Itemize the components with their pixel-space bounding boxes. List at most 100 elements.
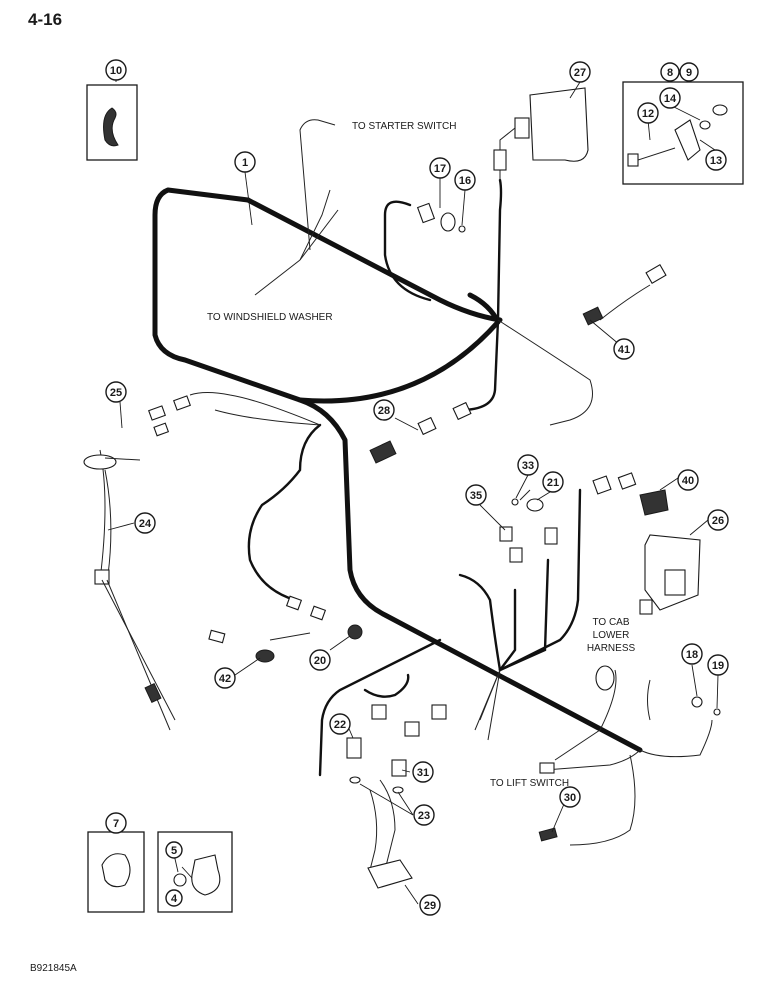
callout-24: 24 [134, 512, 156, 534]
component-16-seal [458, 225, 466, 233]
svg-text:24: 24 [139, 518, 152, 530]
svg-text:31: 31 [417, 767, 429, 779]
figure-code: B921845A [30, 963, 77, 974]
component-20-light [285, 595, 363, 640]
callout-19: 19 [707, 654, 729, 676]
component-29-connector [367, 859, 413, 889]
callout-18: 18 [681, 643, 703, 665]
svg-text:9: 9 [686, 67, 692, 79]
callout-9: 9 [679, 62, 699, 82]
component-27-module [493, 87, 589, 180]
svg-text:17: 17 [434, 163, 446, 175]
component-21-bulb [526, 498, 558, 545]
callout-16: 16 [454, 169, 476, 191]
callout-12: 12 [637, 102, 659, 124]
callouts: 10 1 27 8 9 14 12 13 17 16 41 25 28 33 2… [105, 59, 729, 916]
callout-33: 33 [517, 454, 539, 476]
callout-20: 20 [309, 649, 331, 671]
svg-text:4: 4 [171, 893, 178, 905]
component-40-switch [592, 472, 669, 516]
component-18-19-lamp [691, 696, 721, 716]
svg-text:13: 13 [710, 155, 722, 167]
svg-text:33: 33 [522, 460, 534, 472]
component-cab-connector [595, 665, 615, 691]
svg-text:29: 29 [424, 900, 436, 912]
svg-text:40: 40 [682, 475, 694, 487]
svg-text:27: 27 [574, 67, 586, 79]
callout-5: 5 [165, 841, 183, 859]
callout-8: 8 [660, 62, 680, 82]
callout-14: 14 [659, 87, 681, 109]
callout-27: 27 [569, 61, 591, 83]
label-cab-line-3: HARNESS [587, 643, 636, 654]
callout-35: 35 [465, 484, 487, 506]
svg-text:14: 14 [664, 93, 677, 105]
harness-branches [247, 178, 582, 777]
component-28-switch [369, 401, 472, 464]
label-cab-line-1: TO CAB [592, 617, 629, 628]
svg-text:25: 25 [110, 387, 122, 399]
svg-text:5: 5 [171, 845, 177, 857]
component-35-connector [499, 526, 523, 563]
component-33-part [511, 498, 519, 506]
callout-4: 4 [165, 889, 183, 907]
svg-text:41: 41 [618, 344, 630, 356]
svg-text:35: 35 [470, 490, 482, 502]
callout-23: 23 [413, 804, 435, 826]
callout-25: 25 [105, 381, 127, 403]
callout-30: 30 [559, 786, 581, 808]
svg-text:18: 18 [686, 649, 698, 661]
label-windshield-washer: TO WINDSHIELD WASHER [207, 312, 333, 323]
component-23-seals [349, 776, 404, 794]
thin-wires [99, 119, 713, 871]
svg-text:10: 10 [110, 65, 122, 77]
component-26-work-lamp [639, 534, 701, 615]
callout-41: 41 [613, 338, 635, 360]
component-17-connector [416, 202, 456, 232]
callout-42: 42 [214, 667, 236, 689]
callout-28: 28 [373, 399, 395, 421]
callout-13: 13 [705, 149, 727, 171]
leader-lines [107, 78, 719, 905]
page-number: 4-16 [28, 10, 63, 29]
label-lift-switch: TO LIFT SWITCH [490, 778, 569, 789]
svg-text:22: 22 [334, 719, 346, 731]
svg-text:20: 20 [314, 655, 326, 667]
inset-box-8-9 [622, 81, 744, 185]
callout-1: 1 [234, 151, 256, 173]
component-41-sensor [582, 264, 667, 326]
component-24-fuel-sender [83, 454, 176, 731]
callout-22: 22 [329, 713, 351, 735]
callout-7: 7 [105, 812, 127, 834]
svg-text:42: 42 [219, 673, 231, 685]
svg-text:7: 7 [113, 818, 119, 830]
svg-text:26: 26 [712, 515, 724, 527]
component-30-switch [538, 762, 558, 842]
component-25-connectors [148, 395, 191, 437]
inset-box-7 [87, 831, 145, 913]
inset-box-10 [86, 84, 138, 161]
component-22-sender [346, 704, 387, 759]
main-harness [152, 187, 643, 753]
svg-text:23: 23 [418, 810, 430, 822]
svg-text:30: 30 [564, 792, 576, 804]
component-31-sender [391, 704, 447, 777]
callout-26: 26 [707, 509, 729, 531]
callout-31: 31 [412, 761, 434, 783]
svg-text:16: 16 [459, 175, 471, 187]
svg-text:12: 12 [642, 108, 654, 120]
text-labels: TO STARTER SWITCH TO WINDSHIELD WASHER T… [207, 121, 635, 789]
callout-40: 40 [677, 469, 699, 491]
label-cab-line-2: LOWER [593, 630, 630, 641]
component-42-bulb [208, 629, 275, 663]
callout-17: 17 [429, 157, 451, 179]
svg-text:21: 21 [547, 477, 559, 489]
svg-text:28: 28 [378, 405, 390, 417]
callout-29: 29 [419, 894, 441, 916]
callout-21: 21 [542, 471, 564, 493]
svg-text:19: 19 [712, 660, 724, 672]
label-starter-switch: TO STARTER SWITCH [352, 121, 456, 132]
svg-text:8: 8 [667, 67, 673, 79]
